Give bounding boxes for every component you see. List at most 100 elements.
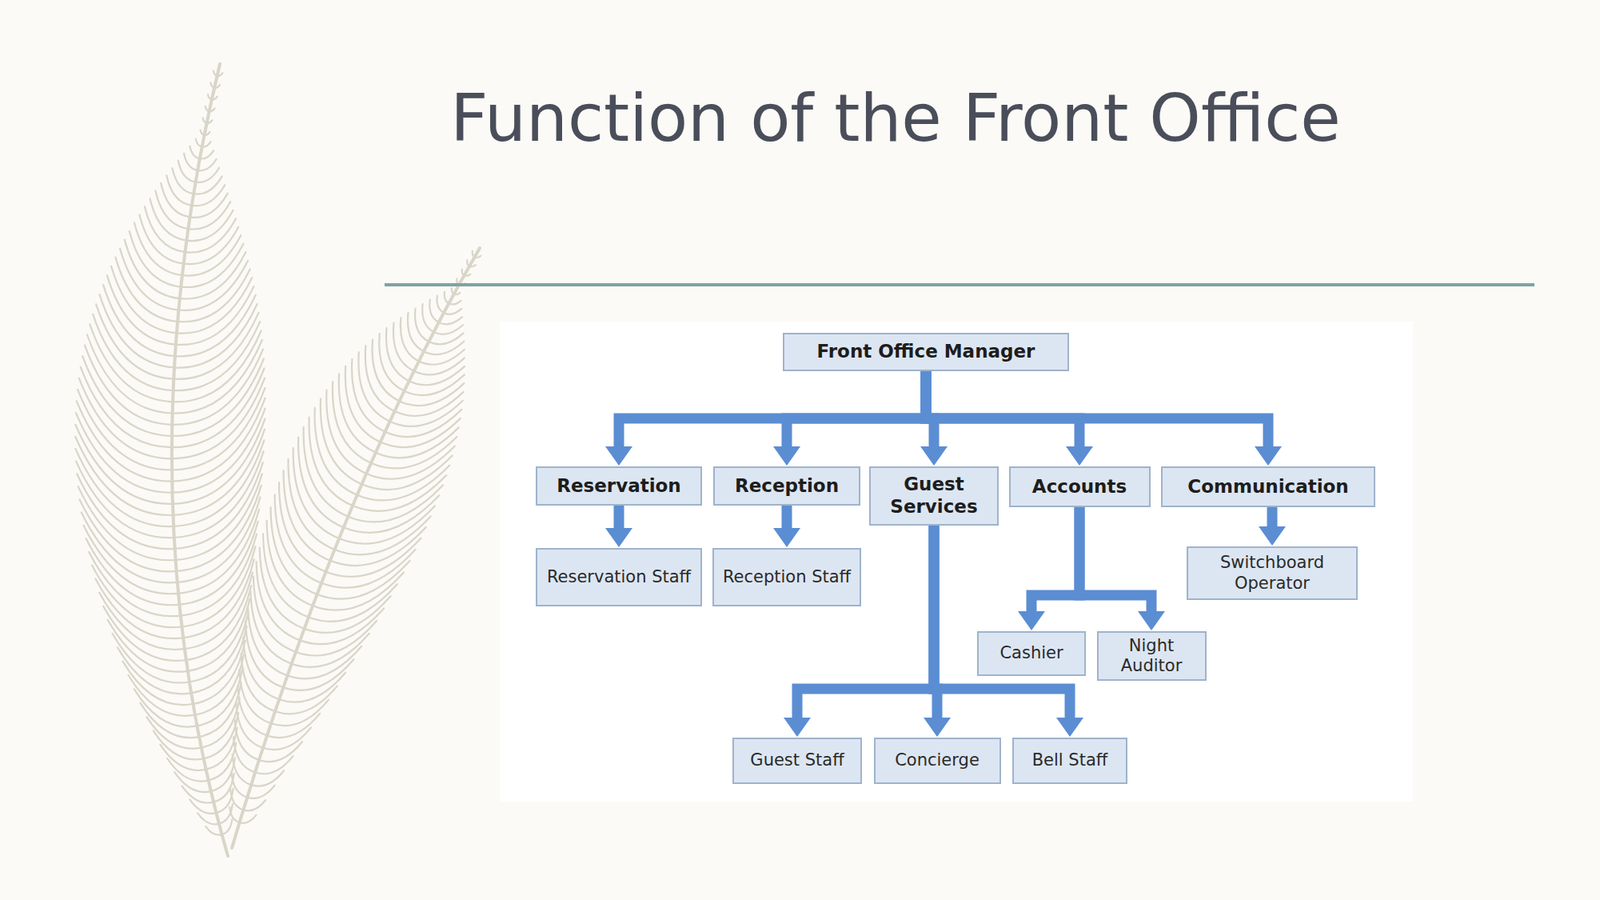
box-label: Guest Staff xyxy=(750,750,844,771)
feather-barb xyxy=(195,139,203,148)
department-box: Communication xyxy=(1161,466,1376,507)
department-box: Accounts xyxy=(1009,466,1151,507)
feather-barb xyxy=(414,357,465,375)
feather-barb xyxy=(239,814,257,823)
feather-barb xyxy=(229,806,240,822)
feather-barb xyxy=(128,674,196,716)
feather-barb xyxy=(202,141,212,147)
feather-barb xyxy=(332,381,372,463)
department-box: Reservation xyxy=(535,466,703,506)
feather-barb xyxy=(139,214,184,264)
box-label: Guest Services xyxy=(878,473,990,518)
feather-barb xyxy=(345,366,381,443)
feather-barb xyxy=(112,633,190,683)
feather-barb xyxy=(438,316,463,324)
feather-barb xyxy=(444,291,450,304)
feather-barb xyxy=(472,251,475,258)
feather-barb xyxy=(172,331,262,403)
feather-barb xyxy=(174,771,211,792)
feather-barb xyxy=(213,70,218,76)
staff-box: Bell Staff xyxy=(1012,737,1128,784)
feather-barb xyxy=(443,308,462,315)
feather-barb xyxy=(211,96,218,100)
feather-barb xyxy=(207,119,213,124)
feather-barb xyxy=(103,606,187,661)
feather-barb xyxy=(464,274,471,276)
feather-barb xyxy=(299,607,384,644)
feather-barb xyxy=(271,506,318,595)
feather-barb xyxy=(263,533,309,617)
slide-title: Function of the Front Office xyxy=(351,79,1440,156)
feather-barb xyxy=(203,118,208,124)
feather-barb xyxy=(155,191,188,230)
feather-barb xyxy=(422,303,434,332)
feather-barb xyxy=(247,785,275,799)
department-box: Guest Services xyxy=(869,466,999,526)
feather-barb xyxy=(197,812,220,824)
feather-barb xyxy=(404,374,465,396)
feather-barb xyxy=(191,626,248,693)
feather-barb xyxy=(207,94,212,100)
feather-barb xyxy=(129,231,182,288)
feather-barb xyxy=(393,323,415,372)
feather-barb xyxy=(189,146,200,160)
box-label: Reception xyxy=(734,474,839,498)
feather-barb xyxy=(210,82,215,88)
feather-quill xyxy=(231,247,480,848)
org-arrow xyxy=(773,371,926,466)
org-arrow xyxy=(925,371,1282,466)
box-label: Reservation xyxy=(556,474,682,498)
feather-barb xyxy=(448,300,461,305)
box-label: Switchboard Operator xyxy=(1196,552,1349,593)
feather-barb xyxy=(191,184,225,206)
box-label: Bell Staff xyxy=(1032,750,1109,771)
box-label: Reception Staff xyxy=(722,566,851,587)
box-label: Accounts xyxy=(1032,475,1127,499)
feather-barb xyxy=(308,583,398,622)
feather-barb xyxy=(351,359,386,432)
feather-barb xyxy=(454,292,461,295)
feather-barb xyxy=(303,595,391,633)
feather-barb xyxy=(259,741,303,762)
staff-box: Concierge xyxy=(873,737,1002,784)
staff-box: Switchboard Operator xyxy=(1186,546,1358,600)
feather-barb xyxy=(183,227,240,264)
org-arrow xyxy=(605,371,926,466)
box-label: Reservation Staff xyxy=(546,566,691,587)
department-box: Reception xyxy=(713,466,861,506)
box-label: Night Auditor xyxy=(1106,635,1198,676)
feather-barb xyxy=(433,324,463,335)
feather-barb xyxy=(230,789,244,810)
org-arrow xyxy=(605,505,633,547)
feather-barb xyxy=(81,511,178,583)
feather-barb xyxy=(466,259,470,267)
department-box: Front Office Manager xyxy=(782,332,1070,372)
feather-barb xyxy=(205,825,222,834)
feather-barb xyxy=(451,287,455,294)
feather-barb xyxy=(217,72,224,76)
staff-box: Reservation Staff xyxy=(535,547,703,607)
feather-barb xyxy=(312,571,404,610)
feather-barb xyxy=(462,269,465,276)
feather-barb xyxy=(235,719,260,760)
feather-barb xyxy=(243,799,266,810)
feather-barb xyxy=(255,755,294,774)
feather-barb xyxy=(469,264,476,267)
staff-box: Night Auditor xyxy=(1097,630,1207,681)
feather-barb xyxy=(235,702,264,748)
feather-barb xyxy=(182,785,214,802)
box-label: Communication xyxy=(1187,475,1349,499)
org-arrow xyxy=(1079,506,1166,631)
feather-barb xyxy=(474,255,482,258)
feather-barb xyxy=(172,339,263,414)
feather-barb xyxy=(192,640,245,704)
staff-box: Reception Staff xyxy=(712,547,862,607)
feather-barb xyxy=(436,295,444,313)
org-arrow xyxy=(1017,506,1080,631)
feather-barb xyxy=(174,303,258,368)
feather-barb xyxy=(180,243,244,288)
feather-barb xyxy=(111,266,177,334)
org-arrow xyxy=(1258,506,1286,546)
staff-box: Cashier xyxy=(977,630,1086,676)
